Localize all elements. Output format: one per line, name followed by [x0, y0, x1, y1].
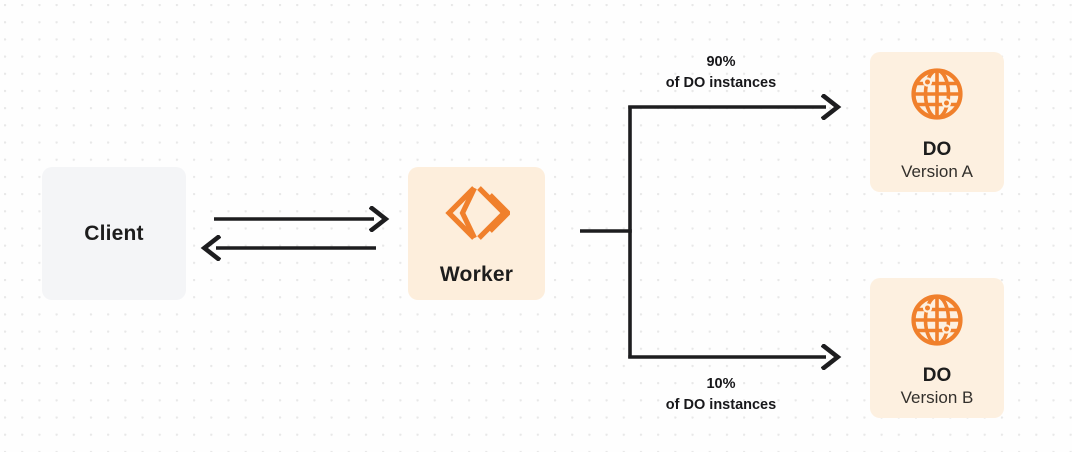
edge-label-do-a-percent: 90% — [706, 54, 736, 70]
node-do-a-title: DO — [922, 138, 952, 160]
node-do-a-subtitle: Version A — [901, 161, 973, 181]
cloudflare-workers-logo-icon — [444, 184, 512, 247]
node-client-title: Client — [84, 221, 144, 245]
node-client: Client — [42, 167, 186, 300]
edge-label-do-a-caption: of DO instances — [665, 74, 777, 91]
edge-label-do-b: 10% of DO instances — [631, 374, 811, 415]
node-do-version-a: DO Version A — [870, 52, 1004, 192]
node-do-b-title: DO — [922, 364, 952, 386]
node-worker-title: Worker — [439, 263, 514, 286]
edge-label-do-a: 90% of DO instances — [631, 52, 811, 93]
node-do-b-subtitle: Version B — [900, 387, 974, 407]
globe-icon — [909, 292, 965, 353]
edge-label-do-b-caption: of DO instances — [665, 396, 777, 413]
globe-icon — [909, 66, 965, 127]
node-do-version-b: DO Version B — [870, 278, 1004, 418]
edge-label-do-b-percent: 10% — [706, 376, 736, 392]
node-worker: Worker — [408, 167, 545, 300]
